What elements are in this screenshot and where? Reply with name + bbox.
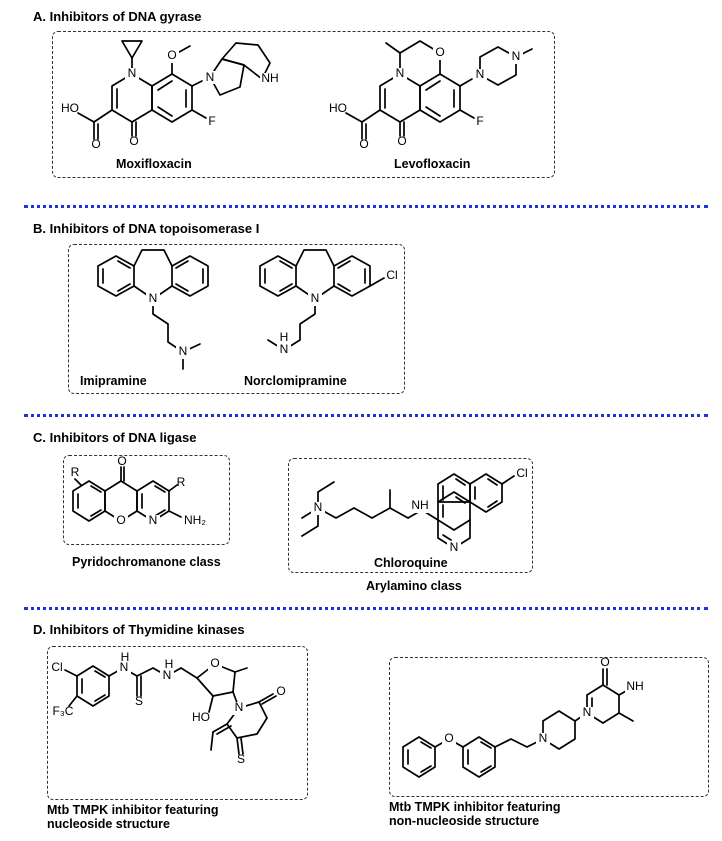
pyrido-o-ring: O	[116, 513, 125, 527]
tmpk-s-thiourea: S	[135, 694, 143, 708]
moxifloxacin-label: Moxifloxacin	[116, 157, 192, 171]
levofloxacin-structure: N O N N O O HO F	[329, 40, 533, 151]
moxi-ho: HO	[61, 101, 79, 115]
norclo-n-amine: N	[280, 342, 289, 356]
moxi-f: F	[208, 114, 215, 128]
pyrido-nh2: NH₂	[184, 513, 206, 527]
section-a-box	[52, 31, 555, 178]
separator-ab	[24, 205, 708, 208]
imipramine-structure: N N	[97, 249, 209, 370]
pyrido-r1: R	[71, 465, 80, 479]
norclo-h: H	[280, 330, 289, 344]
levo-o-ring: O	[435, 45, 444, 59]
section-a-heading: A. Inhibitors of DNA gyrase	[33, 9, 202, 24]
nonnuc-o-keto: O	[600, 655, 609, 669]
pyrido-n: N	[149, 513, 158, 527]
norclomipramine-label: Norclomipramine	[244, 374, 347, 388]
separator-bc	[24, 414, 708, 417]
levo-n-pip1: N	[476, 67, 485, 81]
section-c-heading: C. Inhibitors of DNA ligase	[33, 430, 197, 445]
norclo-n-ring: N	[311, 291, 320, 305]
nonnuc-o-ether: O	[444, 731, 453, 745]
chloroquine-structure: N NH N Cl	[301, 466, 528, 555]
norclo-cl: Cl	[386, 268, 397, 282]
pyrido-o-keto: O	[117, 454, 126, 468]
section-b-heading: B. Inhibitors of DNA topoisomerase I	[33, 221, 260, 236]
imip-n-amine: N	[179, 344, 188, 358]
tmpk-nucleoside-label-line2: nucleoside structure	[47, 817, 170, 831]
moxi-o-keto: O	[129, 134, 138, 148]
moxi-nh: NH	[261, 71, 278, 85]
chloroquine-cl: Cl	[516, 466, 527, 480]
section-c-box-1	[63, 455, 230, 545]
section-d-box-1	[47, 646, 308, 800]
tmpk-cl: Cl	[51, 660, 62, 674]
moxi-n1: N	[128, 66, 137, 80]
tmpk-o-ring: O	[210, 656, 219, 670]
chloroquine-label: Chloroquine	[374, 556, 448, 570]
pyridochromanone-structure: O O N R R NH₂	[71, 454, 206, 528]
chloroquine-n-ring: N	[450, 540, 459, 554]
tmpk-ho: HO	[192, 710, 210, 724]
moxi-n-amine: N	[206, 70, 215, 84]
imip-n-ring: N	[149, 291, 158, 305]
section-c-box-2	[288, 458, 533, 573]
nonnuc-n-piperidine: N	[539, 731, 548, 745]
tmpk-s-thione: S	[237, 752, 245, 766]
norclomipramine-structure: N N H Cl	[259, 249, 398, 357]
imipramine-label: Imipramine	[80, 374, 147, 388]
tmpk-n-pyrimidine: N	[235, 700, 244, 714]
tmpk-nucleoside-label-line1: Mtb TMPK inhibitor featuring	[47, 803, 219, 817]
tmpk-n-1: N	[120, 660, 129, 674]
section-d-box-2	[389, 657, 709, 797]
levo-n-pip2: N	[512, 49, 521, 63]
chloroquine-n-amine: N	[314, 500, 323, 514]
tmpk-nucleoside-structure: H N N H S O HO N O S Cl F₃C	[51, 650, 285, 766]
levo-o-acid: O	[359, 137, 368, 151]
pyrido-r2: R	[177, 475, 186, 489]
tmpk-non-nucleoside-label-line1: Mtb TMPK inhibitor featuring	[389, 800, 561, 814]
section-d-heading: D. Inhibitors of Thymidine kinases	[33, 622, 245, 637]
nonnuc-n-ring: N	[583, 705, 592, 719]
tmpk-non-nucleoside-structure: O N N NH O	[402, 655, 645, 778]
levo-ho: HO	[329, 101, 347, 115]
tmpk-nh-2: H	[165, 657, 174, 671]
moxi-o-acid: O	[91, 137, 100, 151]
tmpk-n-2: N	[163, 668, 172, 682]
levo-o-keto: O	[397, 134, 406, 148]
arylamino-class-label: Arylamino class	[366, 579, 462, 593]
pyridochromanone-label: Pyridochromanone class	[72, 555, 221, 569]
separator-cd	[24, 607, 708, 610]
levo-n1: N	[396, 66, 405, 80]
tmpk-non-nucleoside-label-line2: non-nucleoside structure	[389, 814, 540, 828]
tmpk-o-keto: O	[276, 684, 285, 698]
tmpk-nh-1: H	[121, 650, 130, 664]
levo-f: F	[476, 114, 483, 128]
moxifloxacin-structure: N O N NH O O HO F	[61, 40, 280, 151]
section-b-box	[68, 244, 405, 394]
nonnuc-nh: NH	[626, 679, 643, 693]
tmpk-f3c: F₃C	[53, 704, 74, 718]
chloroquine-nh-linker: NH	[411, 498, 428, 512]
moxi-o-methoxy: O	[167, 48, 176, 62]
levofloxacin-label: Levofloxacin	[394, 157, 471, 171]
